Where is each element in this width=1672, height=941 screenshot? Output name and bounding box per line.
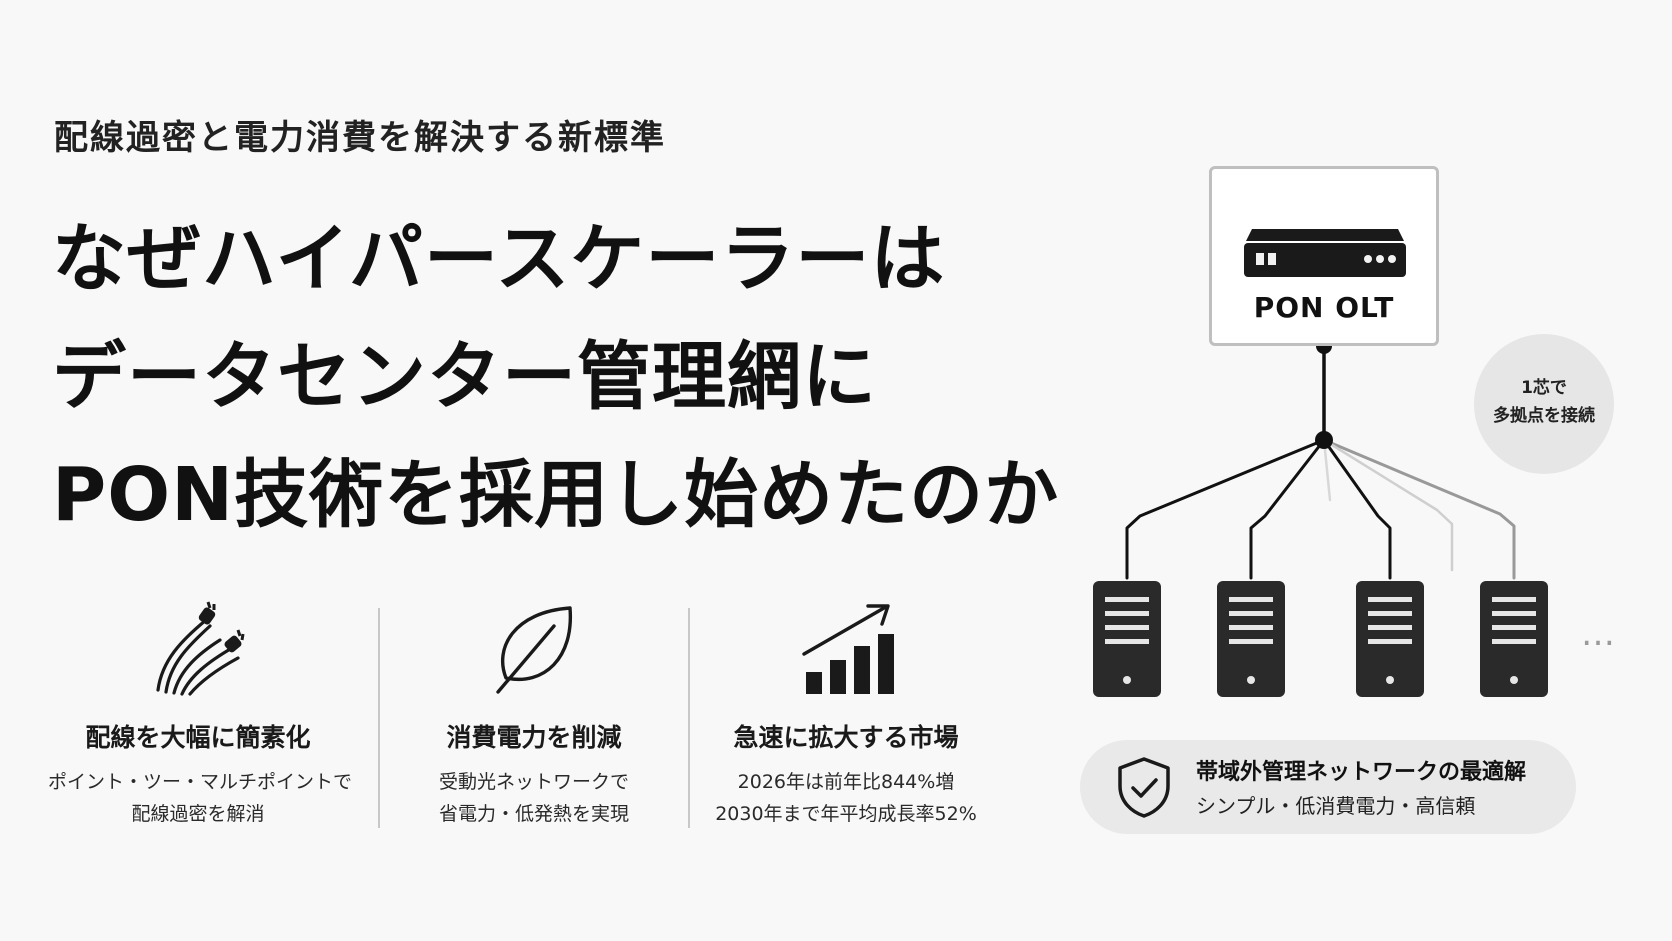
oob-title: 帯域外管理ネットワークの最適解 bbox=[1196, 760, 1527, 785]
server-icon bbox=[1356, 581, 1424, 697]
headline-line-2: データセンター管理網に bbox=[52, 334, 877, 420]
headline-line-1: なぜハイパースケーラーは bbox=[52, 216, 946, 302]
fiber-branch-2 bbox=[1249, 438, 1326, 580]
olt-device-icon bbox=[1244, 229, 1406, 277]
oob-management-pill: 帯域外管理ネットワークの最適解 シンプル・低消費電力・高信頼 bbox=[1080, 740, 1576, 834]
server-icon bbox=[1480, 581, 1548, 697]
feature-market-desc-1: 2026年は前年比844%増 bbox=[737, 771, 955, 793]
feature-power-desc-2: 省電力・低発熱を実現 bbox=[438, 803, 629, 825]
feature-power-title: 消費電力を削減 bbox=[446, 723, 622, 752]
badge-line-2: 多拠点を接続 bbox=[1493, 406, 1595, 426]
single-fiber-badge: 1芯で 多拠点を接続 bbox=[1474, 334, 1614, 474]
olt-label: PON OLT bbox=[1253, 291, 1395, 324]
feature-wiring-desc-2: 配線過密を解消 bbox=[131, 803, 265, 825]
splitter-node bbox=[1315, 431, 1333, 449]
feature-power-desc-1: 受動光ネットワークで bbox=[438, 771, 629, 793]
feature-wiring-title: 配線を大幅に簡素化 bbox=[85, 723, 311, 752]
feature-power: 消費電力を削減 受動光ネットワークで 省電力・低発熱を実現 bbox=[384, 598, 684, 830]
cables-plug-icon bbox=[156, 601, 245, 696]
fiber-branch-3 bbox=[1322, 438, 1392, 580]
oob-desc: シンプル・低消費電力・高信頼 bbox=[1196, 794, 1476, 818]
badge-line-1: 1芯で bbox=[1521, 378, 1567, 398]
more-servers-ellipsis: … bbox=[1581, 614, 1615, 654]
feature-market-desc-2: 2030年まで年平均成長率52% bbox=[715, 803, 977, 825]
server-icon bbox=[1093, 581, 1161, 697]
subtitle: 配線過密と電力消費を解決する新標準 bbox=[54, 118, 666, 158]
feature-divider-2 bbox=[688, 608, 690, 828]
fiber-branch-faded-2 bbox=[1322, 438, 1332, 502]
shield-check-icon bbox=[1118, 757, 1170, 818]
feature-market-title: 急速に拡大する市場 bbox=[733, 723, 959, 752]
feature-market: 急速に拡大する市場 2026年は前年比844%増 2030年まで年平均成長率52… bbox=[696, 598, 996, 830]
headline: なぜハイパースケーラーは データセンター管理網に PON技術を採用し始めたのか bbox=[52, 200, 1132, 554]
olt-box: PON OLT bbox=[1209, 166, 1439, 346]
fiber-branch-faded bbox=[1322, 438, 1454, 572]
leaf-icon bbox=[496, 606, 573, 694]
feature-wiring: 配線を大幅に簡素化 ポイント・ツー・マルチポイントで 配線過密を解消 bbox=[48, 598, 353, 830]
feature-divider-1 bbox=[378, 608, 380, 828]
growth-chart-icon bbox=[802, 604, 894, 694]
server-icon bbox=[1217, 581, 1285, 697]
headline-line-3: PON技術を採用し始めたのか bbox=[52, 452, 1060, 538]
fiber-branch-1 bbox=[1125, 438, 1326, 580]
fiber-branch-4 bbox=[1322, 438, 1516, 580]
feature-wiring-desc-1: ポイント・ツー・マルチポイントで bbox=[48, 771, 353, 793]
